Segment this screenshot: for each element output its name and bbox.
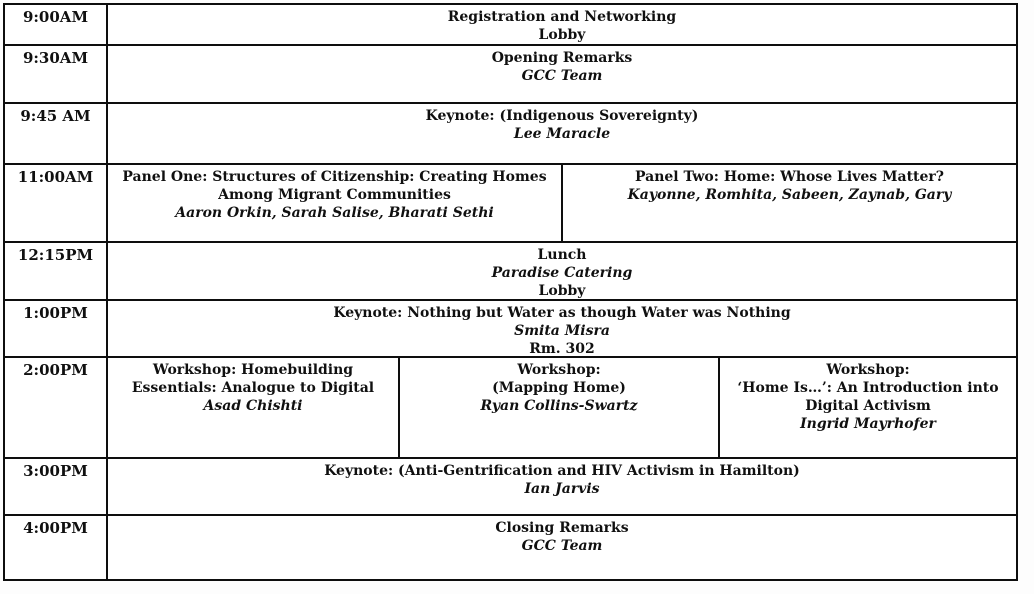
- session-location: Lobby: [538, 283, 586, 299]
- time-label: 4:00PM: [5, 516, 108, 579]
- session-title: Registration and Networking: [447, 9, 677, 25]
- session-cell: Registration and Networking Lobby: [108, 5, 1016, 44]
- schedule-row: 9:45 AM Keynote: (Indigenous Sovereignty…: [5, 102, 1016, 163]
- session-speaker: Ryan Collins-Swartz: [480, 398, 638, 414]
- schedule-row: 11:00AM Panel One: Structures of Citizen…: [5, 163, 1016, 241]
- time-label: 3:00PM: [5, 459, 108, 514]
- schedule-row: 3:00PM Keynote: (Anti-Gentrification and…: [5, 457, 1016, 514]
- schedule-table: 9:00AM Registration and Networking Lobby…: [3, 3, 1018, 581]
- session-location: Lobby: [538, 27, 586, 43]
- session-cell-workshop-three: Workshop: ‘Home Is…’: An Introduction in…: [718, 358, 1016, 457]
- session-title: Keynote: Nothing but Water as though Wat…: [333, 305, 791, 321]
- session-subtitle: (Mapping Home): [492, 380, 626, 396]
- session-cell: Keynote: (Anti-Gentrification and HIV Ac…: [108, 459, 1016, 514]
- session-title: Opening Remarks: [491, 50, 633, 66]
- session-title: Panel Two: Home: Whose Lives Matter?: [635, 169, 944, 185]
- session-speaker: Asad Chishti: [203, 398, 303, 414]
- time-label: 12:15PM: [5, 243, 108, 299]
- time-label: 9:00AM: [5, 5, 108, 44]
- session-speaker: Aaron Orkin, Sarah Salise, Bharati Sethi: [175, 205, 494, 221]
- session-title: Closing Remarks: [495, 520, 629, 536]
- time-label: 11:00AM: [5, 165, 108, 241]
- session-cell: Keynote: Nothing but Water as though Wat…: [108, 301, 1016, 357]
- time-label: 1:00PM: [5, 301, 108, 356]
- session-speaker: Lee Maracle: [513, 126, 611, 142]
- session-cell: Keynote: (Indigenous Sovereignty) Lee Ma…: [108, 104, 1016, 163]
- session-cell-workshop-two: Workshop: (Mapping Home) Ryan Collins-Sw…: [398, 358, 718, 457]
- session-cell-panel-two: Panel Two: Home: Whose Lives Matter? Kay…: [561, 165, 1016, 241]
- time-label: 2:00PM: [5, 358, 108, 457]
- session-speaker: Kayonne, Romhita, Sabeen, Zaynab, Gary: [627, 187, 952, 203]
- schedule-row: 2:00PM Workshop: Homebuilding Essentials…: [5, 356, 1016, 457]
- session-speaker: Ian Jarvis: [524, 481, 600, 497]
- time-label: 9:45 AM: [5, 104, 108, 163]
- schedule-row: 9:30AM Opening Remarks GCC Team: [5, 44, 1016, 102]
- session-cell-panel-one: Panel One: Structures of Citizenship: Cr…: [108, 165, 561, 241]
- session-cell: Opening Remarks GCC Team: [108, 46, 1016, 102]
- session-speaker: GCC Team: [521, 68, 603, 84]
- session-subtitle: ‘Home Is…’: An Introduction into Digital…: [737, 380, 999, 414]
- session-title: Workshop:: [826, 362, 910, 378]
- session-title: Panel One: Structures of Citizenship: Cr…: [122, 169, 547, 203]
- session-cell-workshop-one: Workshop: Homebuilding Essentials: Analo…: [108, 358, 398, 457]
- session-title: Workshop:: [517, 362, 601, 378]
- session-caterer: Paradise Catering: [491, 265, 633, 281]
- session-title: Lunch: [537, 247, 587, 263]
- schedule-row: 1:00PM Keynote: Nothing but Water as tho…: [5, 299, 1016, 357]
- schedule-row: 4:00PM Closing Remarks GCC Team: [5, 514, 1016, 579]
- session-speaker: Smita Misra: [514, 323, 610, 339]
- schedule-row: 9:00AM Registration and Networking Lobby: [5, 5, 1016, 44]
- session-cell: Closing Remarks GCC Team: [108, 516, 1016, 579]
- session-speaker: Ingrid Mayrhofer: [800, 416, 936, 432]
- session-location: Rm. 302: [529, 341, 595, 357]
- session-speaker: GCC Team: [521, 538, 603, 554]
- session-title: Keynote: (Anti-Gentrification and HIV Ac…: [324, 463, 800, 479]
- schedule-row: 12:15PM Lunch Paradise Catering Lobby: [5, 241, 1016, 299]
- session-cell: Lunch Paradise Catering Lobby: [108, 243, 1016, 299]
- time-label: 9:30AM: [5, 46, 108, 102]
- session-title: Workshop: Homebuilding Essentials: Analo…: [131, 362, 375, 396]
- session-title: Keynote: (Indigenous Sovereignty): [425, 108, 699, 124]
